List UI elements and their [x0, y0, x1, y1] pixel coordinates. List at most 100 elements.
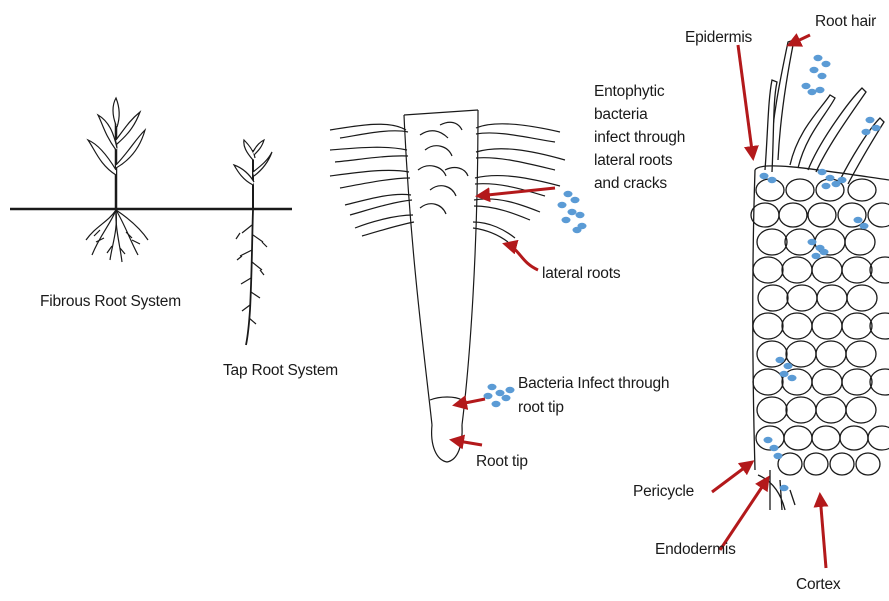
cell	[856, 453, 880, 475]
cell	[782, 313, 812, 339]
bacterium	[872, 125, 881, 131]
cell	[751, 203, 779, 227]
cell	[786, 397, 816, 423]
cell	[868, 426, 889, 450]
label-entophytic-bacteria: Entophytic bacteria infect through later…	[594, 80, 685, 195]
label-line: root tip	[518, 396, 669, 420]
cell	[753, 369, 783, 395]
bacterium	[838, 177, 847, 183]
cell	[757, 229, 787, 255]
bacterium	[788, 375, 797, 381]
bacterium	[770, 445, 779, 451]
bacterium	[860, 223, 869, 229]
cell	[846, 341, 876, 367]
label-line: bacteria	[594, 103, 685, 126]
bacterium	[822, 61, 831, 67]
label-root-hair: Root hair	[815, 12, 876, 32]
bacterium	[484, 393, 493, 399]
bacterium	[822, 183, 831, 189]
cell	[812, 369, 842, 395]
bacterium	[816, 87, 825, 93]
cell	[808, 203, 836, 227]
bacterium	[854, 217, 863, 223]
cell	[842, 257, 872, 283]
label-endodermis: Endodermis	[655, 540, 736, 560]
bacterium	[780, 371, 789, 377]
cell	[786, 179, 814, 201]
label-line: Entophytic	[594, 80, 685, 103]
label-fibrous-root-system: Fibrous Root System	[40, 292, 181, 312]
label-line: and cracks	[594, 172, 685, 195]
bacterium	[820, 249, 829, 255]
cell	[757, 397, 787, 423]
cell	[812, 257, 842, 283]
bacterium	[784, 363, 793, 369]
bacterium	[776, 357, 785, 363]
label-bacteria-infect-root-tip: Bacteria Infect through root tip	[518, 372, 669, 420]
bacterium	[488, 384, 497, 390]
bacterium	[780, 485, 789, 491]
bacterium	[492, 401, 501, 407]
bacterium	[814, 55, 823, 61]
cell	[846, 397, 876, 423]
cell	[870, 313, 889, 339]
cell	[779, 203, 807, 227]
bacterium	[571, 197, 580, 203]
bacterium	[576, 212, 585, 218]
bacterium	[502, 395, 511, 401]
cell	[842, 313, 872, 339]
cell	[787, 285, 817, 311]
cell	[753, 257, 783, 283]
label-pericycle: Pericycle	[633, 482, 694, 502]
cell	[848, 179, 876, 201]
bacterium	[808, 89, 817, 95]
cell	[870, 369, 889, 395]
label-lateral-roots: lateral roots	[542, 264, 620, 284]
bacterium	[808, 239, 817, 245]
arrow-pericycle	[712, 462, 752, 492]
cell	[868, 203, 889, 227]
fibrous-root-plant	[86, 98, 148, 262]
arrow-lateral-roots	[505, 244, 538, 270]
cell	[816, 397, 846, 423]
cell	[784, 426, 812, 450]
cell	[845, 229, 875, 255]
arrow-epidermis	[738, 45, 753, 158]
cell	[812, 313, 842, 339]
bacterium	[768, 177, 777, 183]
bacterium	[802, 83, 811, 89]
bacterium	[506, 387, 515, 393]
bacterium	[818, 73, 827, 79]
bacterium	[866, 117, 875, 123]
cell	[830, 453, 854, 475]
bacterium	[558, 202, 567, 208]
cell	[782, 257, 812, 283]
bacterium	[862, 129, 871, 135]
cell	[757, 341, 787, 367]
label-cortex: Cortex	[796, 575, 840, 595]
cell	[812, 426, 840, 450]
tap-root-plant	[234, 140, 272, 345]
cell	[753, 313, 783, 339]
cell	[847, 285, 877, 311]
arrow-root-tip	[452, 440, 482, 445]
cell	[786, 341, 816, 367]
label-epidermis: Epidermis	[685, 28, 752, 48]
bacterium	[764, 437, 773, 443]
arrow-bacteria-root-tip	[455, 399, 485, 405]
label-line: infect through	[594, 126, 685, 149]
bacterium	[568, 209, 577, 215]
bacterium	[810, 67, 819, 73]
bacterium	[564, 191, 573, 197]
cell	[758, 285, 788, 311]
label-tap-root-system: Tap Root System	[223, 361, 338, 381]
cell	[842, 369, 872, 395]
label-root-tip: Root tip	[476, 452, 528, 472]
arrow-cortex	[820, 495, 826, 568]
bacterium	[760, 173, 769, 179]
label-line: Bacteria Infect through	[518, 372, 669, 396]
bacterium	[578, 223, 587, 229]
bacterium	[826, 175, 835, 181]
cell	[816, 341, 846, 367]
